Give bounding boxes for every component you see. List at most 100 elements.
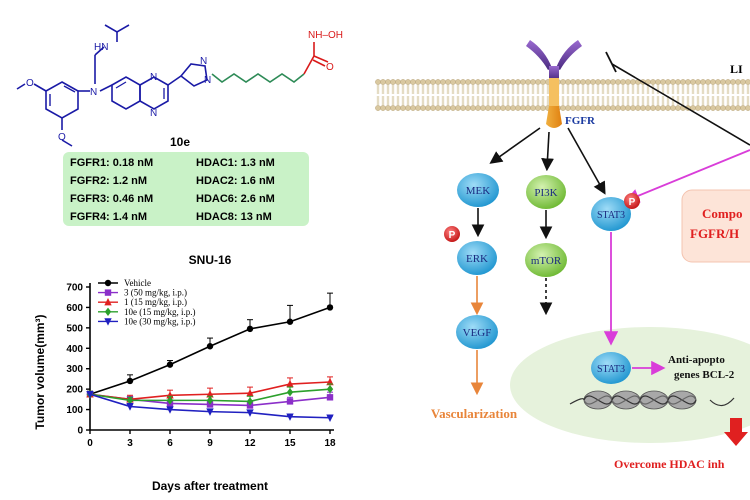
isopropyl-bond: [104, 24, 130, 33]
lipid-head: [745, 79, 750, 85]
compound-box: [681, 189, 750, 263]
x-axis-label: Days after treatment: [152, 479, 268, 493]
legend-label: 10e (30 mg/kg, i.p.): [124, 316, 196, 326]
chart-series: [86, 292, 334, 422]
lipid-head: [480, 79, 486, 85]
down-arrow-icon: [724, 418, 748, 446]
lipid-head: [570, 79, 576, 85]
data-point: [126, 396, 134, 405]
x-tick-label: 6: [167, 438, 173, 449]
inhibition-line: [611, 63, 750, 146]
lipid-head: [615, 105, 621, 111]
overcome-hdac-label: Overcome HDAC inh: [614, 457, 725, 471]
stat3-node: [591, 197, 631, 231]
dna-chromatin: [569, 390, 735, 410]
lipid-head: [735, 105, 741, 111]
lipid-head: [515, 79, 521, 85]
lipid-head: [580, 79, 586, 85]
anti-apoptotic-label: Anti-apopto: [668, 354, 725, 366]
x-tick-label: 3: [127, 438, 133, 449]
compound-structure: HN N O O N N N N O NH–OH 10e: [16, 24, 343, 149]
quinoxaline-n-label: N: [150, 108, 157, 119]
lipid-head: [385, 79, 391, 85]
lipid-head: [670, 79, 676, 85]
lipid-head: [425, 79, 431, 85]
legend-label: Vehicle: [124, 278, 151, 288]
lipid-head: [395, 105, 401, 111]
lipid-head: [565, 105, 571, 111]
lipid-head: [490, 79, 496, 85]
lipid-head: [600, 105, 606, 111]
erk-phospho-label: P: [449, 230, 456, 241]
lipid-head: [510, 105, 516, 111]
data-point: [246, 389, 254, 397]
data-point: [126, 403, 134, 411]
lipid-head: [455, 105, 461, 111]
lipid-head: [530, 79, 536, 85]
methoxy-bond: [61, 139, 73, 147]
data-point: [104, 289, 112, 296]
lipid-head: [405, 105, 411, 111]
arrow-fgfr-mek: [489, 127, 541, 164]
lipid-head: [455, 79, 461, 85]
ic50-box: [63, 152, 309, 226]
lipid-head: [380, 105, 386, 111]
lipid-head: [440, 79, 446, 85]
lipid-head: [500, 79, 506, 85]
lipid-head: [615, 79, 621, 85]
lipid-head: [645, 105, 651, 111]
hydroxamic-o-label: O: [326, 62, 334, 73]
dna-strand: [569, 398, 585, 405]
ic50-hdac8: HDAC8: 13 nM: [196, 211, 272, 223]
tumor-volume-chart: SNU-16 Tumor volume(mm³) Days after trea…: [33, 253, 336, 493]
data-point: [286, 379, 294, 388]
vegf-label: VEGF: [463, 327, 492, 339]
lipid-head: [725, 79, 731, 85]
lipid-head: [715, 79, 721, 85]
lipid-head: [630, 79, 636, 85]
data-point: [246, 397, 254, 406]
lipid-head: [610, 79, 616, 85]
ic50-hdac6: HDAC6: 2.6 nM: [196, 193, 275, 205]
lipid-head: [700, 105, 706, 111]
data-point: [246, 409, 254, 417]
data-point: [166, 396, 174, 405]
data-point: [286, 413, 294, 421]
quinoxaline-pyrazole-bond: [167, 75, 182, 86]
lipid-head: [590, 105, 596, 111]
lipid-head: [655, 105, 661, 111]
lipid-head: [720, 105, 726, 111]
lipid-head: [465, 79, 471, 85]
mek-label: MEK: [466, 185, 491, 197]
lipid-head: [610, 105, 616, 111]
lipid-head: [730, 79, 736, 85]
quinoxaline-double-bond: [115, 81, 127, 89]
receptor-transmembrane: [549, 78, 559, 108]
dna-strand: [639, 395, 669, 405]
quinoxaline-benzo-ring: [111, 76, 141, 110]
lipid-head: [700, 79, 706, 85]
lipid-head: [590, 79, 596, 85]
lipid-head: [710, 105, 716, 111]
y-tick-label: 100: [66, 405, 83, 416]
data-point: [326, 377, 334, 386]
y-tick-label: 0: [77, 426, 83, 437]
data-point: [206, 408, 214, 416]
pyrazole-n-label: N: [204, 75, 211, 86]
lipid-head: [705, 79, 711, 85]
lipid-head: [595, 105, 601, 111]
lipid-head: [375, 79, 381, 85]
mtor-label: mTOR: [531, 255, 562, 267]
alkyl-linker: [211, 73, 305, 83]
ic50-fgfr3: FGFR3: 0.46 nM: [70, 193, 153, 205]
lipid-head: [495, 79, 501, 85]
lipid-head: [450, 79, 456, 85]
lipid-head: [530, 105, 536, 111]
ic50-fgfr1: FGFR1: 0.18 nM: [70, 157, 153, 169]
compound-name: 10e: [170, 135, 190, 149]
data-point: [104, 307, 112, 316]
y-axis-label: Tumor volume(mm³): [33, 314, 47, 429]
x-tick-label: 18: [324, 438, 336, 449]
lipid-head: [580, 105, 586, 111]
lipid-head: [435, 79, 441, 85]
